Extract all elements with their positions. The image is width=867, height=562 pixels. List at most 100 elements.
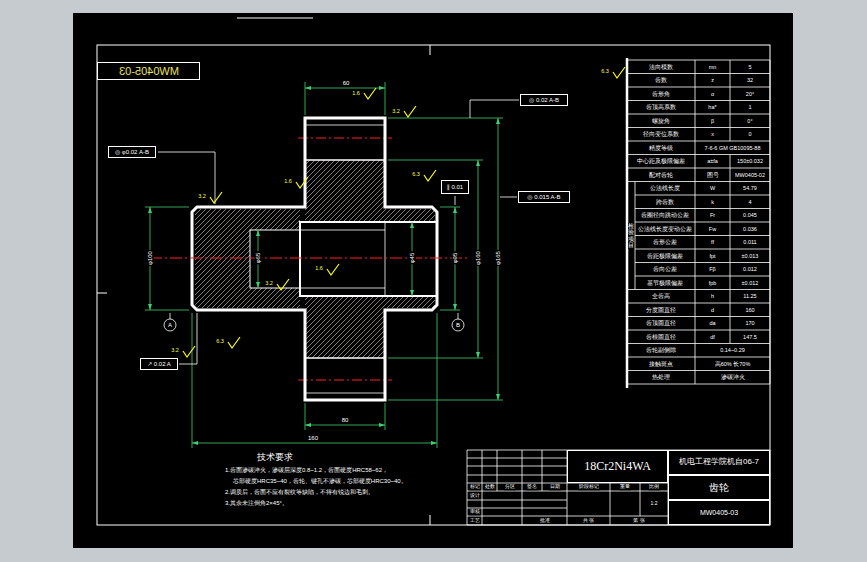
note-line: 2.调质后，齿面不应有裂纹等缺陷，不得有锐边和毛刺。	[224, 489, 375, 496]
title-block-cell: 重量	[619, 484, 631, 490]
dimension-text: φ165	[495, 250, 502, 266]
table-cell: z	[710, 77, 715, 83]
grid-line	[627, 60, 770, 61]
table-cell: 接触斑点	[648, 361, 674, 367]
title-block-cell: 处数	[484, 484, 496, 490]
grid-line	[627, 357, 770, 358]
table-cell: W	[709, 185, 716, 191]
roughness-value: 1.6	[351, 90, 361, 96]
table-side-label: 检验项目	[628, 222, 634, 248]
table-cell: 法向模数	[648, 64, 674, 70]
grid-line	[635, 222, 770, 223]
grid-line	[730, 276, 731, 290]
table-cell: 齿顶圆直径	[645, 320, 677, 326]
grid-line	[730, 114, 731, 128]
table-cell: ±0.013	[741, 253, 760, 259]
grid-line	[567, 516, 668, 517]
table-cell: 齿顶高系数	[645, 104, 677, 110]
material-cell: 18Cr2Ni4WA	[567, 450, 668, 483]
grid-line	[635, 276, 770, 277]
grid-line	[482, 450, 483, 525]
roughness-value: 3.2	[170, 347, 180, 353]
table-cell: MW0405-02	[734, 172, 766, 178]
table-cell: 32	[746, 77, 754, 83]
table-cell: 150±0.032	[736, 158, 764, 164]
title-block-cell: 日期	[549, 484, 561, 490]
table-cell: ha*	[707, 104, 717, 110]
table-cell: 11.25	[742, 293, 757, 299]
dimension-text: 160	[307, 435, 319, 442]
title-block-cell: 设计	[469, 493, 481, 499]
dimension-text: φ65	[255, 252, 262, 265]
grid-line	[627, 127, 770, 128]
grid-line	[635, 262, 770, 263]
table-cell: 1	[747, 104, 752, 110]
grid-line	[627, 303, 770, 304]
grid-line	[730, 263, 731, 277]
grid-line	[627, 168, 770, 169]
grid-line	[730, 303, 731, 317]
grid-line	[542, 450, 543, 491]
box-text: ◎ 0.02 A-B	[529, 97, 559, 104]
grid-line	[627, 370, 770, 371]
box-text: ↗ 0.02 A	[147, 361, 171, 368]
table-cell: 齿距极限偏差	[646, 253, 684, 259]
roughness-value: 3.2	[197, 193, 207, 199]
box-text: 机电工程学院机自06-7	[679, 458, 759, 467]
grid-line	[730, 182, 731, 196]
roughness-value: 3.2	[264, 280, 274, 286]
title-block-cell: 审核	[469, 509, 481, 515]
grid-line	[627, 343, 770, 344]
table-cell: 配对齿轮	[648, 172, 674, 178]
roughness-value: 1.6	[314, 265, 324, 271]
title-block-cell: 比例	[648, 484, 660, 490]
table-cell: 170	[744, 320, 755, 326]
top-line	[237, 18, 313, 19]
grid-line	[730, 209, 731, 223]
table-cell: 高60% 长70%	[714, 361, 752, 367]
dimension-lines	[145, 82, 503, 448]
dimension-text: φ95	[452, 252, 459, 265]
tolerance-frame: ∥ 0.01	[441, 180, 469, 194]
box-text: 18Cr2Ni4WA	[584, 460, 651, 473]
grid-line	[610, 483, 611, 525]
grid-line	[627, 289, 770, 290]
table-cell: 0.036	[742, 226, 758, 232]
drawing-number-cell: MW0405-03	[668, 500, 770, 525]
grid-line	[730, 317, 731, 331]
grid-line	[467, 450, 468, 525]
tolerance-frame: ↗ 0.02 A	[140, 358, 178, 370]
grid-line	[730, 101, 731, 115]
table-cell: 齿向公差	[652, 266, 678, 272]
box-text: MW0405-03	[700, 509, 738, 517]
note-line: 1.齿面渗碳淬火，渗碳层深度0.8~1.2，齿面硬度HRC58~62，	[224, 467, 389, 474]
grid-line	[627, 73, 770, 74]
grid-line	[730, 168, 731, 182]
grid-line	[627, 87, 770, 88]
grid-line	[627, 330, 770, 331]
table-cell: 5	[747, 64, 752, 70]
table-cell: β	[710, 118, 715, 124]
table-cell: 齿形公差	[652, 239, 678, 245]
title-block-cell: 分区	[504, 484, 516, 490]
leader-lines	[158, 100, 519, 364]
table-cell: 公法线长度变动公差	[637, 226, 693, 232]
note-line: 芯部硬度HRC35~40，齿轮、键孔不渗碳，芯部硬度HRC30~40。	[232, 478, 408, 485]
model-space	[73, 13, 793, 548]
notes-heading: 技术要求	[256, 453, 294, 463]
title-block-cell: 签名	[526, 484, 538, 490]
grid-line	[730, 222, 731, 236]
table-cell: d	[710, 307, 715, 313]
table-cell: fpb	[708, 280, 718, 286]
table-cell: 0.011	[742, 239, 757, 245]
grid-line	[730, 290, 731, 304]
grid-line	[730, 74, 731, 88]
grid-line	[730, 195, 731, 209]
grid-line	[730, 249, 731, 263]
box-text: ◎ φ0.02 A-B	[115, 149, 149, 156]
table-cell: ±0.012	[741, 280, 760, 286]
grid-line	[567, 491, 668, 492]
grid-line	[627, 154, 770, 155]
box-text: MW0405-03	[119, 65, 179, 77]
